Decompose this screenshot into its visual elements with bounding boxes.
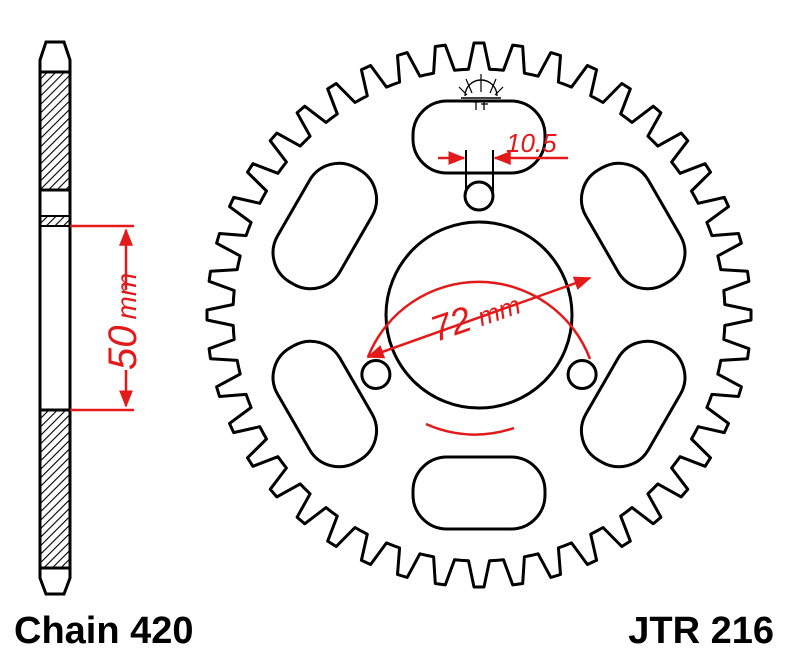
- hole-diameter-label: 10.5: [506, 128, 557, 158]
- side-profile: 50 mm: [38, 40, 145, 596]
- lightening-holes: [271, 99, 687, 531]
- profile-top-section: [38, 40, 72, 74]
- lightening-hole: [579, 161, 687, 291]
- bolt-holes: [360, 180, 598, 390]
- lightening-hole: [411, 99, 547, 175]
- jt-sun-logo-icon: [458, 74, 504, 110]
- bolt-circle-diameter-line: [366, 276, 592, 359]
- hub-width-unit: mm: [111, 273, 142, 320]
- hub-width-label: 50 mm: [101, 273, 145, 370]
- bolt-hole: [566, 359, 598, 390]
- lightening-hole: [579, 339, 687, 469]
- sprocket: 72mm 10.5: [205, 41, 753, 589]
- hub-width-value: 50: [101, 326, 145, 371]
- hub-width-dimension: 50 mm: [70, 224, 145, 412]
- bolt-hole: [463, 180, 495, 212]
- hole-diameter-dimension: 10.5: [438, 128, 568, 194]
- lightening-hole: [271, 161, 379, 291]
- profile-bottom-hatch: [38, 408, 72, 570]
- part-number-label: JTR 216: [628, 610, 774, 652]
- lightening-hole: [271, 339, 379, 469]
- bolt-circle-arc-lower: [425, 422, 515, 436]
- profile-bottom-section: [38, 566, 72, 596]
- profile-top-hatch: [38, 70, 72, 192]
- chain-size-label: Chain 420: [14, 610, 194, 652]
- lightening-hole: [411, 455, 547, 531]
- bolt-hole: [360, 359, 392, 390]
- profile-hub-hatch-band: [39, 215, 71, 227]
